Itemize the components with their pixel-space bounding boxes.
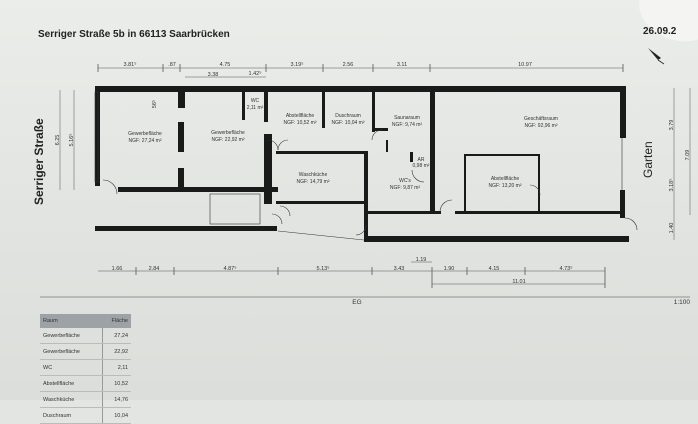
svg-text:Saunaraum: Saunaraum (394, 115, 420, 121)
header-area: Fläche (102, 314, 131, 328)
svg-text:Waschküche: Waschküche (299, 172, 328, 178)
room-name: Duschraum (40, 407, 103, 424)
room-name: WC (40, 359, 103, 376)
svg-text:NGF: 14,79 m²: NGF: 14,79 m² (296, 179, 329, 185)
document-date: 26.09.2 (643, 26, 677, 37)
header-room: Raum (40, 314, 103, 328)
svg-text:2.56: 2.56 (343, 62, 354, 68)
room-label: AR0,98 m² (413, 157, 430, 169)
svg-text:NGF: 27,24 m²: NGF: 27,24 m² (128, 138, 161, 144)
svg-text:5.13⁵: 5.13⁵ (317, 265, 330, 272)
dimension-labels: 3.81⁵ .87 4.75 3.19⁵ 2.56 3.11 10.97 3.3… (55, 61, 691, 285)
svg-text:3.11: 3.11 (397, 62, 407, 68)
svg-text:3.19⁵: 3.19⁵ (291, 61, 304, 68)
svg-text:56⁵: 56⁵ (151, 100, 158, 108)
dimension-lines (59, 64, 691, 288)
svg-text:7.09: 7.09 (685, 150, 691, 161)
svg-text:11.01: 11.01 (512, 279, 525, 285)
doors-and-windows (94, 91, 638, 241)
svg-text:WC's: WC's (399, 178, 411, 184)
svg-text:4.87⁵: 4.87⁵ (224, 265, 237, 272)
svg-text:NGF: 10,52 m²: NGF: 10,52 m² (283, 120, 316, 126)
svg-text:NGF: 92,96 m²: NGF: 92,96 m² (524, 123, 557, 129)
room-area: 10,52 (102, 375, 131, 392)
svg-text:3.79: 3.79 (669, 120, 675, 131)
svg-text:6.25: 6.25 (55, 135, 61, 146)
svg-text:3.81⁵: 3.81⁵ (124, 61, 137, 68)
garden-label: Garten (641, 141, 655, 178)
svg-text:NGF: 22,92 m²: NGF: 22,92 m² (211, 137, 244, 143)
svg-text:0,98 m²: 0,98 m² (413, 163, 430, 169)
room-area: 22,92 (102, 343, 131, 360)
svg-text:1.40: 1.40 (669, 223, 675, 234)
svg-text:Gewerbefläche: Gewerbefläche (211, 130, 245, 136)
svg-text:Geschäftsraum: Geschäftsraum (524, 116, 558, 122)
svg-text:Abstellfläche: Abstellfläche (286, 113, 315, 119)
svg-text:4.73⁵: 4.73⁵ (560, 265, 573, 272)
svg-text:3.18⁵: 3.18⁵ (668, 179, 675, 192)
scale-label: 1:100 (674, 299, 691, 306)
room-area: 10,04 (102, 407, 131, 424)
svg-text:10.97: 10.97 (518, 62, 532, 68)
svg-text:1.66: 1.66 (112, 266, 123, 272)
room-name: Gewerbefläche (40, 328, 103, 344)
walls (95, 86, 629, 242)
north-arrow-icon (648, 48, 665, 65)
room-area: 2,11 (102, 359, 131, 376)
svg-text:Abstellfläche: Abstellfläche (491, 176, 520, 182)
svg-text:2.84: 2.84 (149, 266, 160, 272)
svg-text:1.19: 1.19 (416, 257, 427, 263)
svg-text:3.38: 3.38 (208, 72, 219, 78)
svg-text:NGF: 9,87 m²: NGF: 9,87 m² (390, 185, 421, 191)
svg-text:NGF: 9,74 m²: NGF: 9,74 m² (392, 122, 423, 128)
svg-text:Duschraum: Duschraum (335, 113, 361, 119)
table-header: Raum Fläche (40, 314, 131, 328)
svg-text:NGF: 13,20 m²: NGF: 13,20 m² (488, 183, 521, 189)
room-label: WC2,11 m² (247, 98, 264, 111)
room-area: 27,24 (102, 328, 131, 344)
room-name: Gewerbefläche (40, 343, 103, 360)
svg-text:AR: AR (418, 157, 425, 163)
svg-text:NGF: 10,04 m²: NGF: 10,04 m² (331, 120, 364, 126)
document-title: Serriger Straße 5b in 66113 Saarbrücken (38, 29, 230, 40)
floor-label: EG (352, 299, 361, 306)
svg-text:2,11 m²: 2,11 m² (247, 105, 264, 111)
street-label: Serriger Straße (32, 118, 46, 205)
svg-text:4.15: 4.15 (489, 266, 500, 272)
svg-text:Gewerbefläche: Gewerbefläche (128, 131, 162, 137)
svg-text:.87: .87 (168, 62, 176, 68)
room-name: Abstellfläche (40, 375, 103, 392)
svg-text:1.90: 1.90 (444, 266, 455, 272)
svg-text:1.42⁵: 1.42⁵ (249, 70, 262, 77)
svg-text:3.43: 3.43 (394, 266, 405, 272)
svg-text:WC: WC (251, 98, 260, 104)
svg-text:4.75: 4.75 (220, 62, 231, 68)
svg-text:5.16⁵: 5.16⁵ (68, 134, 75, 147)
